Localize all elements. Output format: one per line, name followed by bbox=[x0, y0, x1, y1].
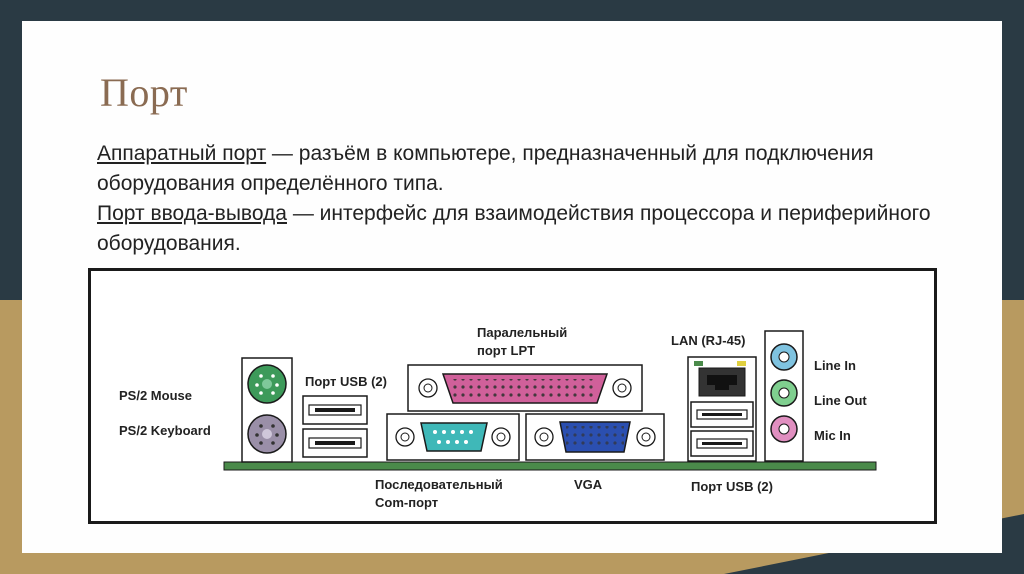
definition-body: — разъём в компьютере, предназначенный д… bbox=[97, 142, 874, 195]
label-lan: LAN (RJ-45) bbox=[671, 333, 746, 348]
label-ps2-keyboard: PS/2 Keyboard bbox=[119, 423, 211, 438]
lpt-port bbox=[407, 364, 643, 412]
definition-body: — интерфейс для взаимодействия процессор… bbox=[97, 202, 931, 255]
definition-term: Аппаратный порт bbox=[97, 142, 267, 165]
lan-usb-block bbox=[687, 356, 757, 462]
label-ps2-mouse: PS/2 Mouse bbox=[119, 388, 192, 403]
board-strip bbox=[223, 461, 877, 471]
ps2-mouse-port bbox=[247, 364, 287, 404]
com-port bbox=[386, 413, 520, 461]
audio-jacks bbox=[764, 330, 804, 462]
label-usb-left: Порт USB (2) bbox=[305, 374, 387, 389]
rear-panel-figure: PS/2 Mouse PS/2 Keyboard Порт USB (2) Па… bbox=[88, 268, 937, 524]
label-lpt-1: Паралельный bbox=[477, 325, 568, 340]
label-lpt-2: порт LPT bbox=[477, 343, 536, 358]
label-com-1: Последовательный bbox=[375, 477, 503, 492]
ps2-keyboard-port bbox=[247, 414, 287, 454]
usb-left-pair bbox=[302, 395, 368, 458]
definition-2: Порт ввода-вывода — интерфейс для взаимо… bbox=[97, 199, 957, 259]
vga-port bbox=[525, 413, 665, 461]
rear-panel-diagram bbox=[223, 330, 877, 471]
slide-title: Порт bbox=[100, 70, 188, 115]
label-mic-in: Mic In bbox=[814, 428, 851, 443]
definitions-text: Аппаратный порт — разъём в компьютере, п… bbox=[97, 139, 957, 259]
label-com-2: Com-порт bbox=[375, 495, 439, 510]
slide: Порт Аппаратный порт — разъём в компьюте… bbox=[22, 21, 1002, 553]
label-line-in: Line In bbox=[814, 358, 856, 373]
label-line-out: Line Out bbox=[814, 393, 867, 408]
label-usb-right: Порт USB (2) bbox=[691, 479, 773, 494]
definition-1: Аппаратный порт — разъём в компьютере, п… bbox=[97, 139, 957, 199]
definition-term: Порт ввода-вывода bbox=[97, 202, 287, 225]
label-vga: VGA bbox=[574, 477, 603, 492]
